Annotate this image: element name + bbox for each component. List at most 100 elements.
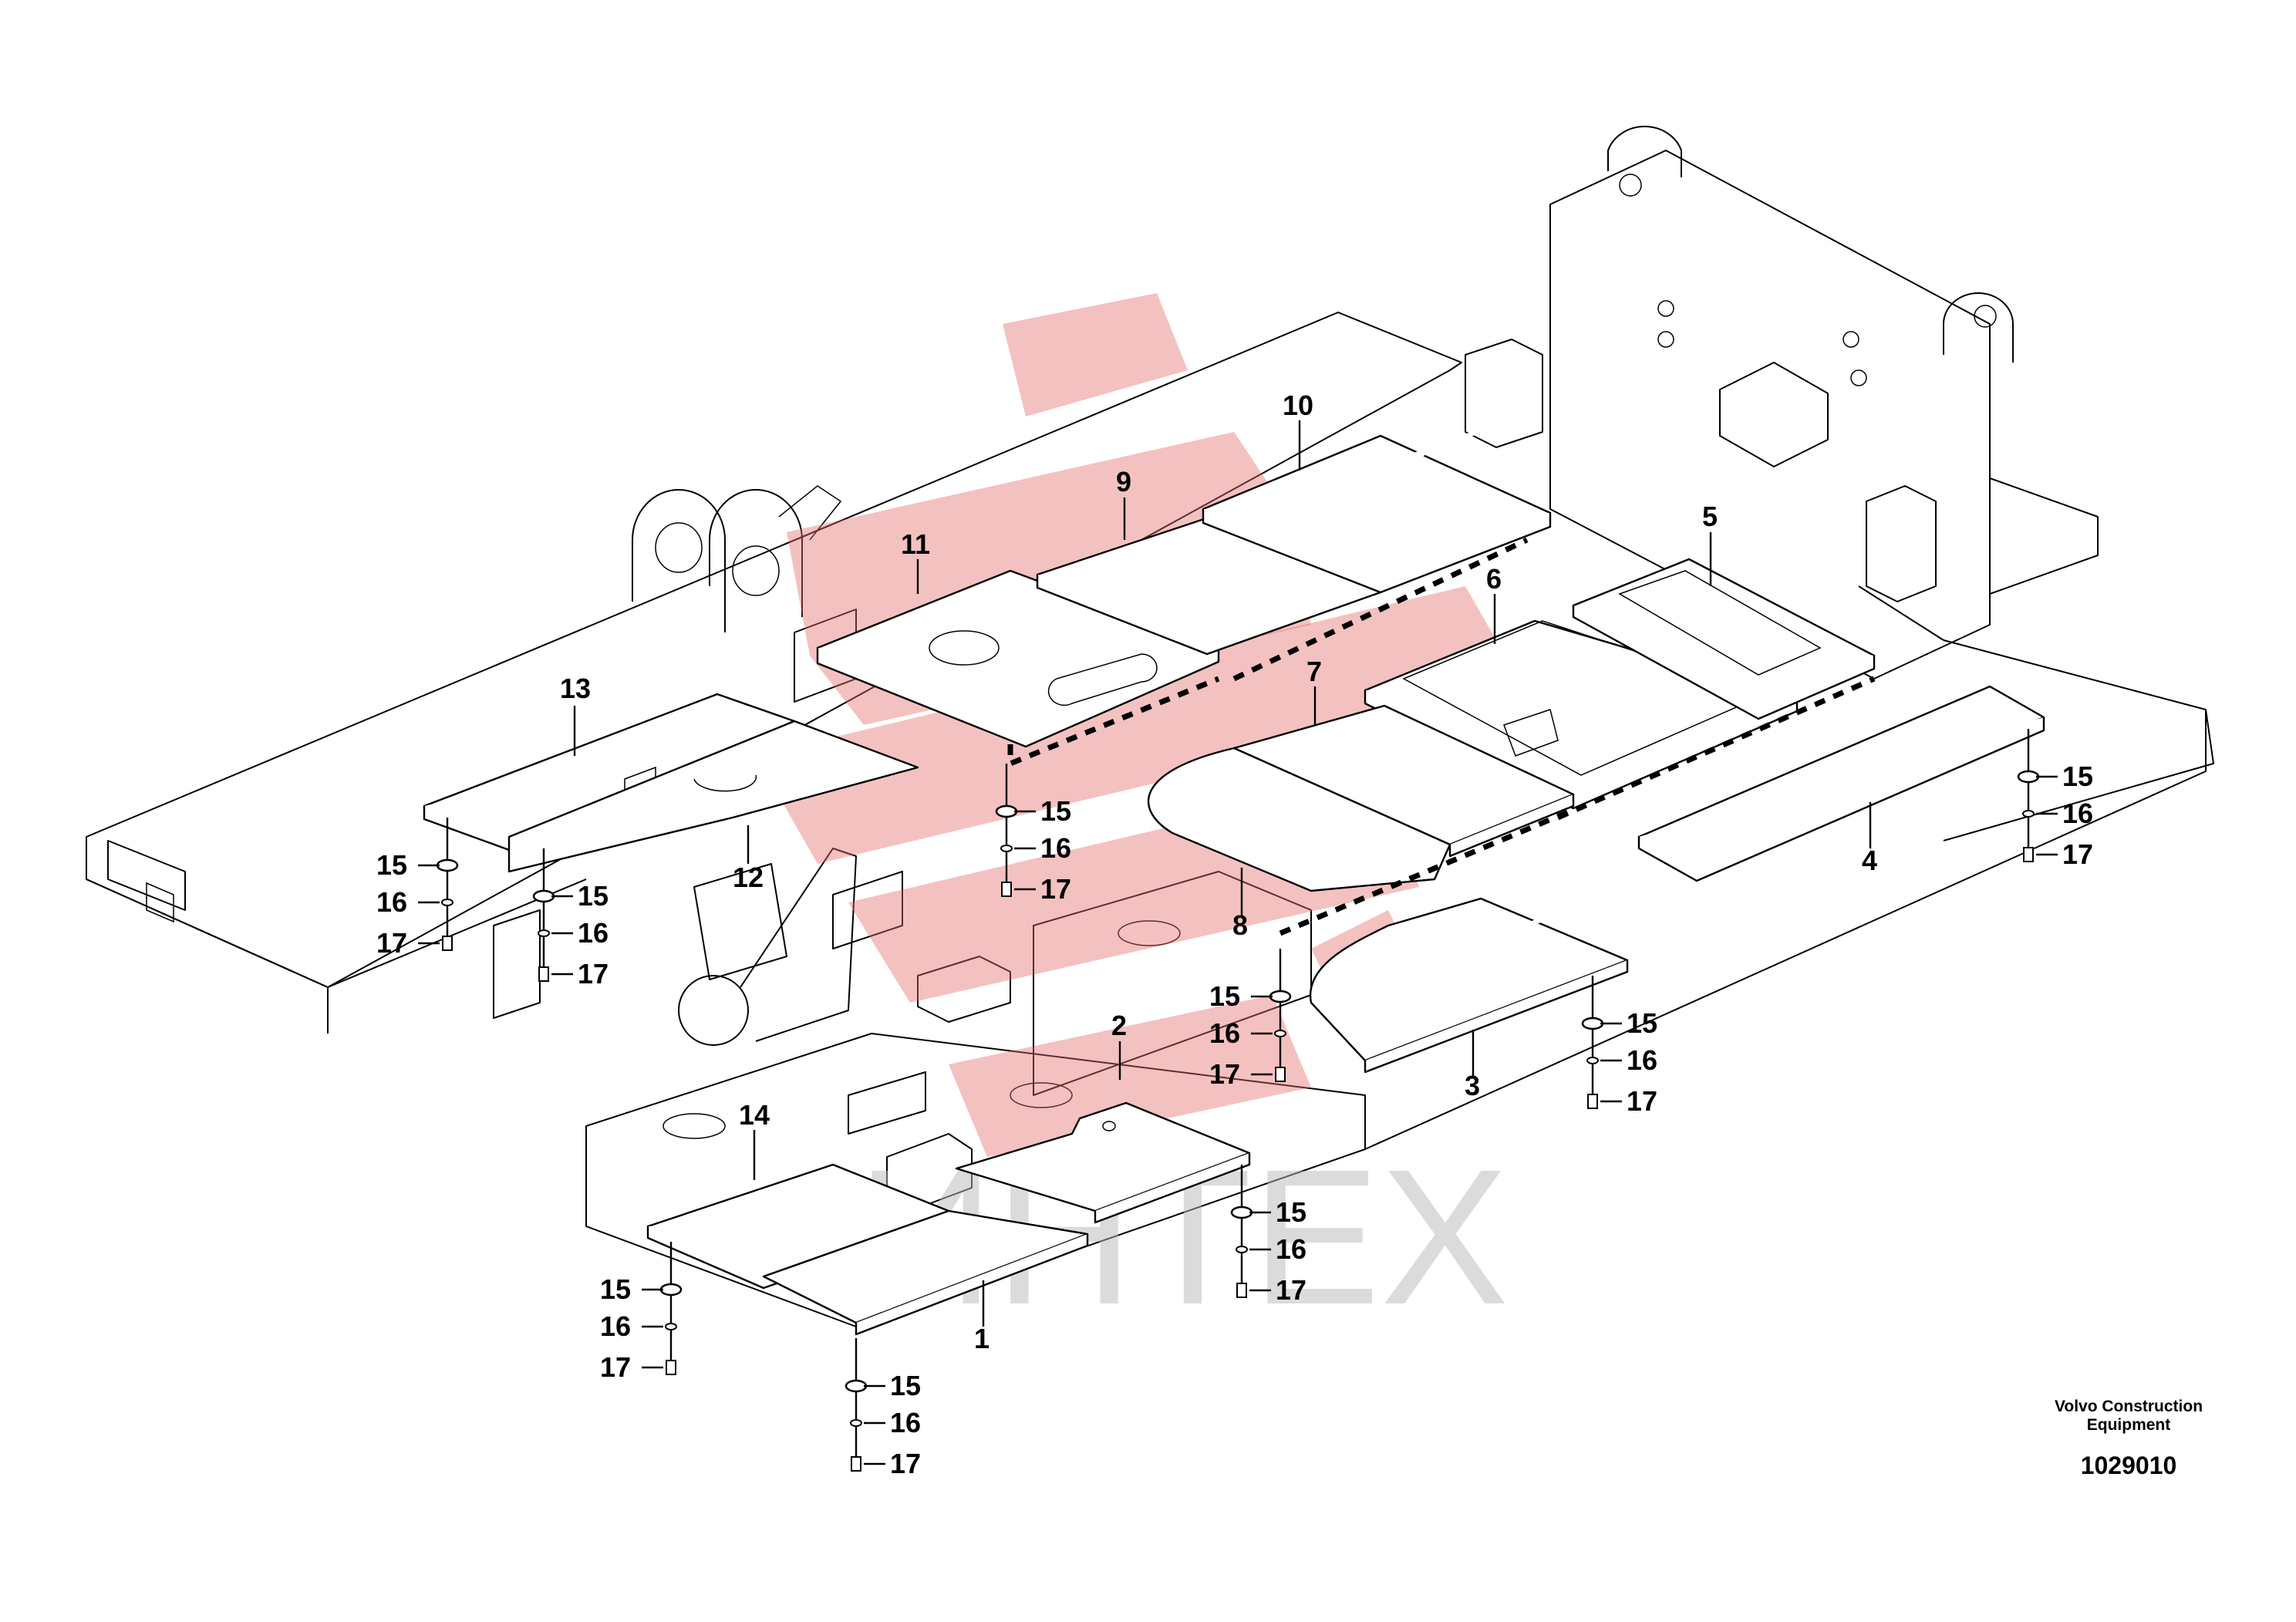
- washer-icon: [532, 889, 555, 903]
- fastener-stacks: 15 16 17 15 16 17 15 16 17 15 16 17 15 16 17 15 16 17 15 16…: [376, 729, 2093, 1479]
- plate-6-hidden-edge: [1556, 676, 1876, 821]
- washer-icon: [1581, 1017, 1604, 1030]
- bolt-icon: [1001, 882, 1012, 897]
- callout-6: 6: [1486, 563, 1502, 595]
- lock-washer-icon: [1586, 1057, 1599, 1064]
- vent-slot-inner: [1837, 779, 1873, 797]
- lock-washer-icon: [2022, 810, 2035, 818]
- callout-15: 15: [1627, 1007, 1657, 1039]
- callout-16: 16: [1209, 1017, 1240, 1049]
- callout-17: 17: [2062, 838, 2093, 870]
- washer-icon: [845, 1379, 868, 1393]
- callout-17: 17: [890, 1448, 921, 1479]
- callout-2: 2: [1111, 1010, 1127, 1041]
- callout-5: 5: [1702, 501, 1718, 532]
- callout-17: 17: [1040, 873, 1071, 905]
- lock-washer-icon: [850, 1419, 862, 1427]
- plate-8: [1147, 747, 1451, 892]
- lock-washer-icon: [1274, 1030, 1286, 1037]
- callout-16: 16: [600, 1310, 631, 1342]
- callout-16: 16: [1627, 1044, 1657, 1076]
- fastener-stack: 15 16 17: [600, 1242, 683, 1383]
- vent-slot-inner: [1910, 748, 1946, 766]
- callout-15: 15: [1276, 1196, 1306, 1228]
- drawing-number: 1029010: [2080, 1452, 2177, 1479]
- callout-13: 13: [560, 673, 591, 704]
- vent-slot-inner: [1764, 810, 1799, 828]
- lock-washer-icon: [1000, 845, 1013, 852]
- vent-slot-inner: [1679, 821, 1714, 839]
- vent-slot-inner: [1826, 760, 1861, 777]
- callout-17: 17: [1276, 1274, 1306, 1306]
- callout-17: 17: [1209, 1058, 1240, 1090]
- callout-10: 10: [1283, 389, 1313, 421]
- callout-7: 7: [1306, 656, 1322, 687]
- washer-icon: [659, 1283, 683, 1297]
- brand-line-2: Equipment: [2086, 1416, 2171, 1434]
- fastener-stack: 15 16 17: [532, 848, 609, 990]
- washer-icon: [1269, 990, 1292, 1003]
- bolt-icon: [1236, 1283, 1247, 1298]
- callout-16: 16: [578, 917, 609, 949]
- callout-15: 15: [600, 1273, 631, 1305]
- washer-icon: [436, 858, 459, 872]
- lock-washer-icon: [1236, 1246, 1248, 1253]
- bolt-icon: [442, 936, 453, 951]
- callout-9: 9: [1116, 466, 1131, 497]
- callout-3: 3: [1465, 1070, 1480, 1101]
- fastener-stack: 15 16 17: [1230, 1165, 1306, 1306]
- vent-slot-inner: [1371, 421, 1502, 472]
- washer-icon: [995, 804, 1018, 818]
- plate-12: [507, 720, 919, 873]
- callout-15: 15: [376, 849, 407, 881]
- callout-14: 14: [739, 1099, 770, 1131]
- plate-5: [1572, 558, 1876, 720]
- vent-slot-inner: [1752, 791, 1788, 808]
- bolt-icon: [1275, 1067, 1286, 1082]
- leader-lines: [573, 420, 1872, 1327]
- callout-15: 15: [890, 1370, 921, 1401]
- callout-17: 17: [1627, 1085, 1657, 1117]
- callout-16: 16: [1040, 832, 1071, 864]
- bolt-icon: [1587, 1094, 1598, 1109]
- callout-15: 15: [578, 880, 609, 912]
- plate-3: [1309, 897, 1629, 1074]
- callout-11: 11: [901, 528, 930, 560]
- fastener-stack: 15 16 17: [1581, 976, 1657, 1117]
- callout-17: 17: [376, 927, 407, 959]
- plate-11-hidden-edge: [1007, 676, 1220, 768]
- callout-labels: 11 9 10 5 6 7 8 13 12 4 3 2 14 1: [560, 389, 1877, 1354]
- plate-10-hidden-edge: [1232, 537, 1529, 682]
- callout-15: 15: [2062, 760, 2093, 792]
- washer-icon: [1230, 1206, 1253, 1219]
- bolt-icon: [851, 1456, 861, 1472]
- lock-washer-icon: [441, 899, 453, 906]
- washer-icon: [2017, 770, 2040, 784]
- lock-washer-icon: [538, 929, 550, 937]
- vent-slot-inner: [1691, 841, 1726, 858]
- callout-4: 4: [1862, 845, 1877, 876]
- vent-slot-inner: [1446, 908, 1566, 959]
- lock-washer-icon: [665, 1323, 677, 1330]
- callout-17: 17: [578, 958, 609, 990]
- bolt-icon: [2023, 847, 2034, 862]
- fastener-stack: 15 16 17: [1209, 949, 1292, 1090]
- callout-12: 12: [733, 862, 764, 893]
- plate-10: [1202, 421, 1552, 594]
- callout-16: 16: [1276, 1233, 1306, 1265]
- vent-slot-inner: [1899, 729, 1934, 747]
- plate-2: [955, 1101, 1251, 1224]
- plate-8-hidden-edge: [1279, 807, 1575, 936]
- callout-15: 15: [1209, 980, 1240, 1012]
- fastener-stack: 15 16 17: [995, 764, 1071, 905]
- bolt-icon: [666, 1360, 676, 1375]
- callout-17: 17: [600, 1351, 631, 1383]
- plate-4: [1637, 685, 2045, 882]
- callout-16: 16: [376, 886, 407, 918]
- callout-15: 15: [1040, 795, 1071, 827]
- brand-line-1: Volvo Construction: [2054, 1398, 2203, 1415]
- plate-1: [762, 1209, 1089, 1336]
